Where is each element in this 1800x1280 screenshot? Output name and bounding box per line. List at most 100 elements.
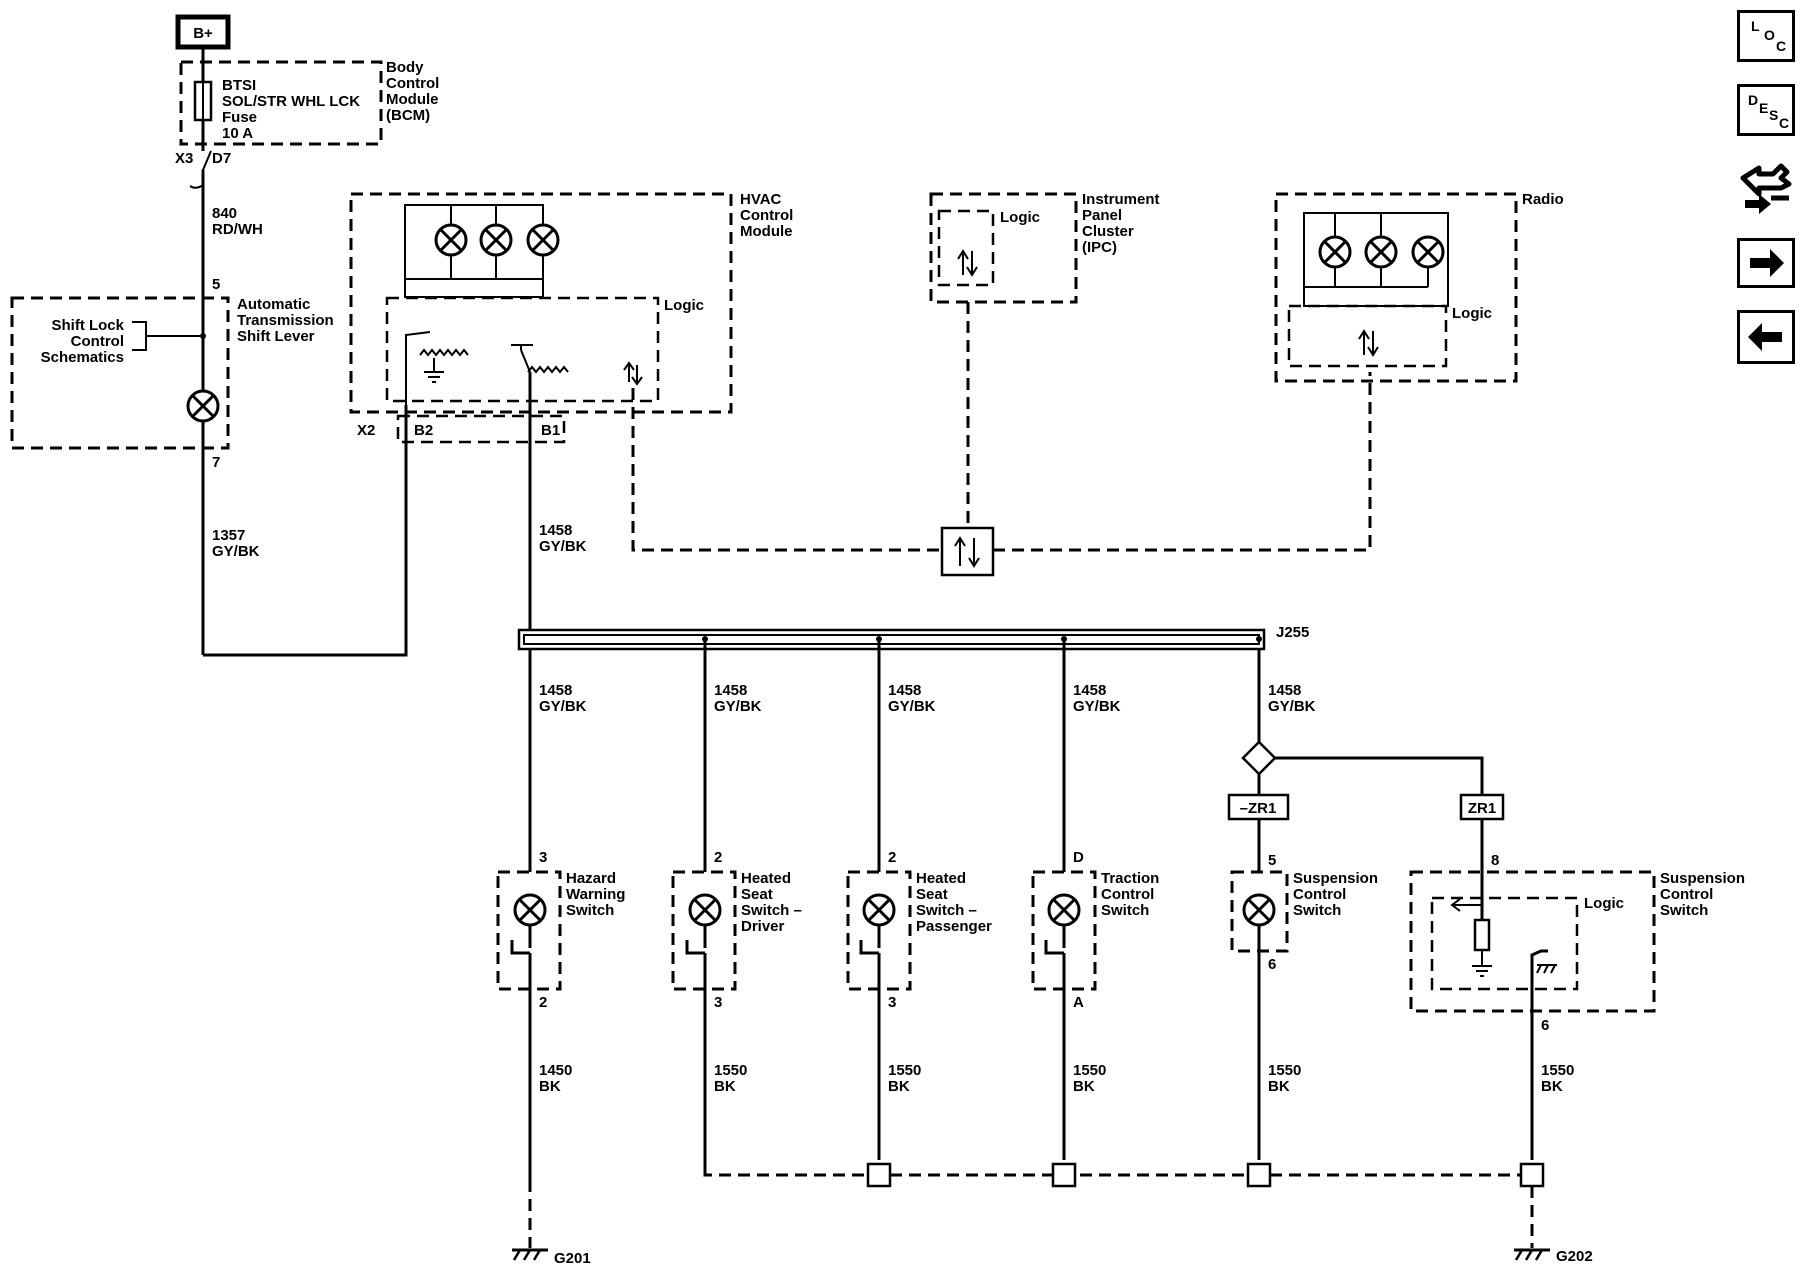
ipc-logic-box [937, 209, 995, 287]
description-button[interactable]: D E S C [1737, 84, 1795, 136]
ground-bus [703, 1170, 1532, 1177]
hvac-connector-label: X2 [357, 422, 375, 439]
shift-lever-box [10, 296, 230, 450]
branch-3-name-4: Passenger [916, 918, 992, 935]
hvac-box [349, 192, 733, 414]
wire-1357-circuit: 1357 [212, 527, 245, 544]
bcm-title-4: (BCM) [386, 107, 430, 124]
branch-2-name-4: Driver [741, 918, 785, 935]
branch-6-ground-circuit: 1550 [1541, 1062, 1574, 1079]
radio-lamp-2 [1364, 235, 1398, 269]
left-arrow-icon [1748, 323, 1782, 351]
branch-1-ground-circuit: 1450 [539, 1062, 572, 1079]
branch-4-ground-color: BK [1073, 1078, 1095, 1095]
branch-5-pin-top: 5 [1268, 852, 1276, 869]
data-splice [940, 526, 995, 577]
branch-6-name-2: Control [1660, 886, 1713, 903]
radio-lamp-1 [1318, 235, 1352, 269]
branch-1-wire-color: GY/BK [539, 698, 587, 715]
bcm-title-1: Body [386, 59, 424, 76]
branch-6-pin-bot: 6 [1541, 1017, 1549, 1034]
hvac-title-3: Module [740, 223, 793, 240]
connector-view-button[interactable] [1737, 158, 1795, 218]
hvac-title-2: Control [740, 207, 793, 224]
branch-3-name-1: Heated [916, 870, 966, 887]
branch-4-name-2: Control [1101, 886, 1154, 903]
heated-seat-passenger-lamp [862, 893, 896, 927]
bcm-pin-label: D7 [212, 150, 231, 167]
branch-4-wire-color: GY/BK [1073, 698, 1121, 715]
option-zr1-box [1459, 793, 1505, 821]
branch-4-pin-bot: A [1073, 994, 1084, 1011]
branch-5-wire-color: GY/BK [1268, 698, 1316, 715]
branch-6-name-3: Switch [1660, 902, 1708, 919]
option-no-zr1-label: –ZR1 [1240, 800, 1277, 817]
right-arrow-icon [1750, 249, 1784, 277]
desc-letter-e: E [1759, 100, 1769, 116]
desc-letter-c: C [1779, 115, 1790, 131]
hvac-pin-b1: B1 [541, 422, 560, 439]
branch-4-name-3: Switch [1101, 902, 1149, 919]
ipc-logic-label: Logic [1000, 209, 1040, 226]
serial-data-line [631, 388, 942, 552]
ground-g202-label: G202 [1556, 1248, 1593, 1265]
branch-3-pin-top: 2 [888, 849, 896, 866]
branch-2-pin-bot: 3 [714, 994, 722, 1011]
heated-seat-driver-lamp [688, 893, 722, 927]
branch-4-name-1: Traction [1101, 870, 1159, 887]
branch-5-name-3: Switch [1293, 902, 1341, 919]
branch-5-wire-circuit: 1458 [1268, 682, 1301, 699]
branch-6-pin-top: 8 [1491, 852, 1499, 869]
hvac-lamp-3 [526, 223, 560, 257]
radio-lamp-3 [1411, 235, 1445, 269]
location-button[interactable]: L O C [1737, 10, 1795, 62]
branch-3-name-2: Seat [916, 886, 948, 903]
ground-g201-label: G201 [554, 1250, 591, 1267]
bcm-box [179, 60, 383, 146]
branch-1-pin-bot: 2 [539, 994, 547, 1011]
zr1-resistor [1473, 918, 1491, 952]
hvac-title-1: HVAC [740, 191, 782, 208]
branch-2-name-1: Heated [741, 870, 791, 887]
branch-2-ground-circuit: 1550 [714, 1062, 747, 1079]
zr1-logic-label: Logic [1584, 895, 1624, 912]
previous-button[interactable] [1737, 310, 1795, 364]
fuse-label-3: Fuse [222, 109, 257, 126]
branch-1-name-2: Warning [566, 886, 625, 903]
battery-label: B+ [193, 25, 213, 42]
branch-4-ground-circuit: 1550 [1073, 1062, 1106, 1079]
branch-1-wire-circuit: 1458 [539, 682, 572, 699]
branch-3-ground-circuit: 1550 [888, 1062, 921, 1079]
branch-6-name-1: Suspension [1660, 870, 1745, 887]
fuse-label-4: 10 A [222, 125, 253, 142]
branch-1-ground-color: BK [539, 1078, 561, 1095]
ipc-title-4: (IPC) [1082, 239, 1117, 256]
branch-2-pin-top: 2 [714, 849, 722, 866]
ipc-title-2: Panel [1082, 207, 1122, 224]
wire-1458-top-circuit: 1458 [539, 522, 572, 539]
branch-5-ground-color: BK [1268, 1078, 1290, 1095]
shift-lock-ref-2: Control [71, 333, 124, 350]
loc-letter-o: O [1764, 27, 1775, 43]
shift-lever-title-3: Shift Lever [237, 328, 315, 345]
branch-1-name-3: Switch [566, 902, 614, 919]
desc-letter-d: D [1748, 92, 1759, 108]
suspension-lamp [1242, 893, 1276, 927]
branch-2-wire-circuit: 1458 [714, 682, 747, 699]
bcm-connector-label: X3 [175, 150, 193, 167]
branch-3-wire-color: GY/BK [888, 698, 936, 715]
radio-box [1274, 192, 1518, 383]
wire-1357-color: GY/BK [212, 543, 260, 560]
branch-2-wire-color: GY/BK [714, 698, 762, 715]
loc-letter-c: C [1776, 38, 1787, 54]
hvac-logic-label: Logic [664, 297, 704, 314]
ground-g201-icon [510, 1248, 550, 1262]
switch-contacts [510, 925, 1261, 1180]
ground-g202-icon [1512, 1248, 1552, 1262]
option-diamond [1241, 740, 1277, 776]
hvac-logic-box [385, 296, 660, 403]
branch-6-ground-color: BK [1541, 1078, 1563, 1095]
hvac-lamp-1 [434, 223, 468, 257]
next-button[interactable] [1737, 238, 1795, 288]
branch-1-pin-top: 3 [539, 849, 547, 866]
